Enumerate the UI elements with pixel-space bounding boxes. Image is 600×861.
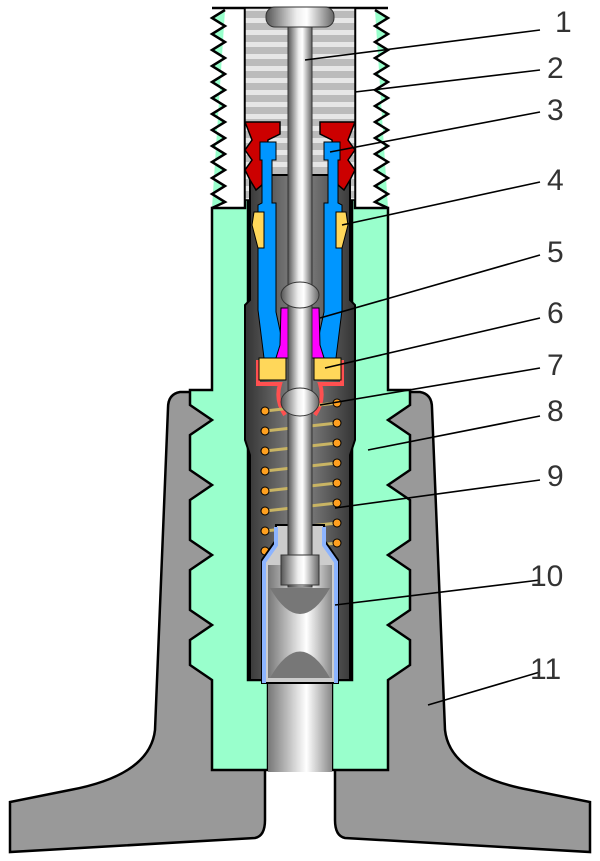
spring-coil-section — [332, 538, 342, 548]
spring-coil-section — [332, 438, 342, 448]
label-1: 1 — [555, 6, 572, 39]
stem-head — [265, 6, 335, 28]
valve-cup-outline — [262, 527, 338, 683]
label-5: 5 — [547, 236, 564, 269]
stem-foot — [280, 554, 320, 586]
spring-coil-section — [332, 458, 342, 468]
leader-lines — [304, 29, 541, 706]
spring-coil-section — [260, 526, 270, 536]
label-10: 10 — [530, 560, 563, 593]
spring-seal — [256, 360, 344, 417]
valve-cup-shade — [270, 588, 330, 678]
spring-coil-section — [332, 518, 342, 528]
spring-coil-section — [260, 426, 270, 436]
o-ring-right — [335, 211, 349, 249]
stem-ball-upper — [280, 281, 320, 309]
spring-coil-section — [260, 506, 270, 516]
spring-coil-section — [332, 418, 342, 428]
spring-coil-section — [332, 478, 342, 488]
label-8: 8 — [547, 395, 564, 428]
label-7: 7 — [547, 349, 564, 382]
label-2: 2 — [547, 52, 564, 85]
spring-coil-section — [260, 466, 270, 476]
spring-coil-section — [260, 486, 270, 496]
stem-ball-lower — [280, 387, 320, 417]
seat-right — [313, 357, 342, 381]
thread-left — [209, 8, 228, 210]
bottom-bore — [268, 680, 332, 772]
spring-coil-section — [260, 446, 270, 456]
thread-right — [372, 8, 391, 210]
spring-coil-section — [332, 498, 342, 508]
o-ring-left — [251, 211, 265, 249]
label-6: 6 — [547, 297, 564, 330]
label-4: 4 — [547, 164, 564, 197]
spring-coil-section — [260, 406, 270, 416]
label-3: 3 — [547, 94, 564, 127]
seat-left — [258, 357, 287, 381]
part-labels: 1 2 3 4 5 6 7 8 9 10 11 — [530, 6, 572, 686]
label-11: 11 — [530, 653, 561, 686]
label-9: 9 — [547, 460, 564, 493]
